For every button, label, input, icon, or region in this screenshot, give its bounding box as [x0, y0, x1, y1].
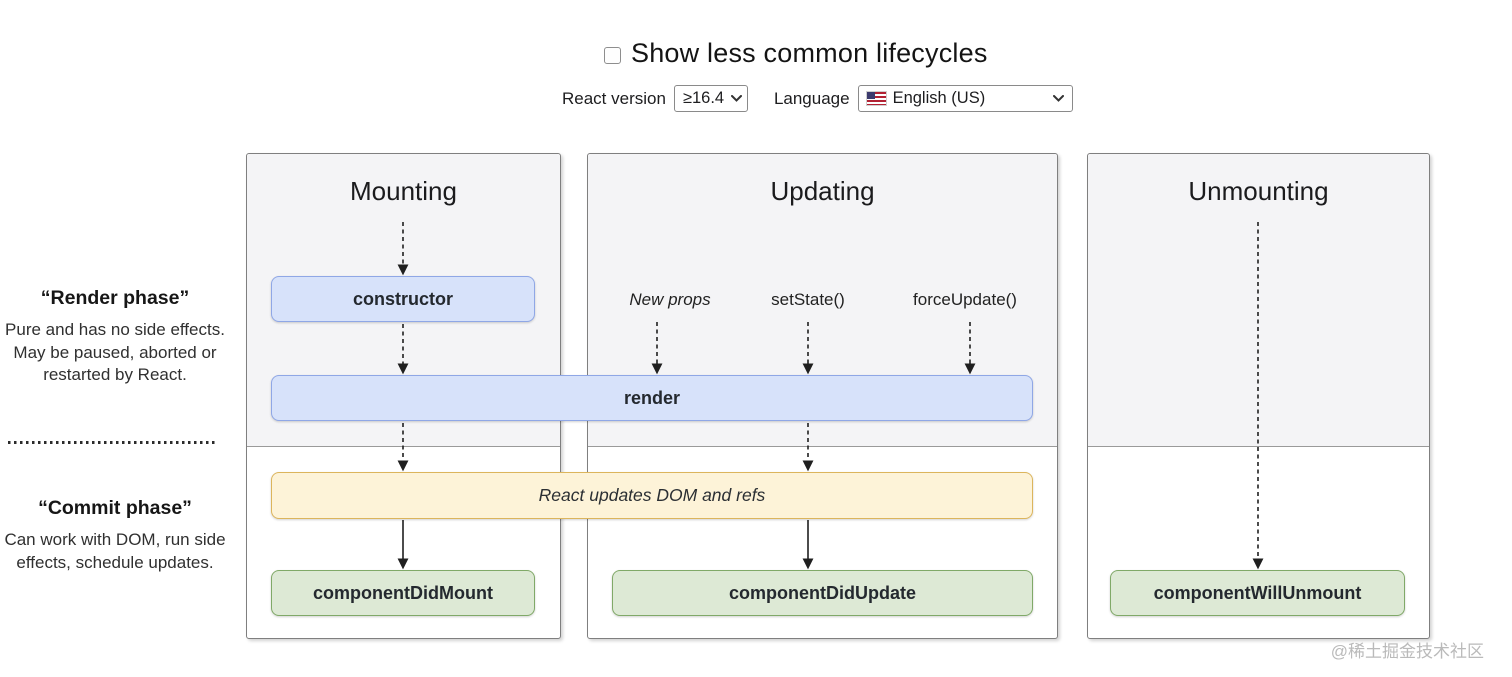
watermark: @稀土掘金技术社区 — [1330, 642, 1484, 661]
language-select[interactable]: English (US) — [857, 85, 1073, 112]
commit-phase-note: “Commit phase” Can work with DOM, run si… — [2, 497, 228, 574]
componentdidmount-box[interactable]: componentDidMount — [271, 570, 535, 616]
chevron-down-icon — [1052, 95, 1064, 102]
unmounting-title: Unmounting — [1188, 176, 1329, 206]
render-phase-note: “Render phase” Pure and has no side effe… — [2, 287, 228, 387]
commit-phase-description: Can work with DOM, run side effects, sch… — [4, 530, 226, 572]
render-phase-description: Pure and has no side effects. May be pau… — [5, 320, 225, 384]
render-phase-title: “Render phase” — [40, 287, 190, 309]
constructor-box[interactable]: constructor — [271, 276, 535, 322]
react-version-value: ≥16.4 — [682, 89, 725, 107]
componentwillunmount-box[interactable]: componentWillUnmount — [1110, 570, 1405, 616]
render-box[interactable]: render — [271, 375, 1033, 421]
mounting-title: Mounting — [350, 176, 457, 206]
unmounting-column: Unmounting — [1087, 153, 1430, 639]
updating-title: Updating — [770, 176, 875, 206]
show-less-common-toggle-row: Show less common lifecycles — [604, 38, 988, 69]
phase-divider — [8, 441, 218, 444]
react-version-select[interactable]: ≥16.4 — [673, 85, 748, 112]
trigger-new-props: New props — [629, 290, 711, 309]
componentdidupdate-box[interactable]: componentDidUpdate — [612, 570, 1033, 616]
trigger-setstate[interactable]: setState() — [771, 290, 845, 309]
chevron-down-icon — [731, 95, 743, 102]
show-less-common-checkbox[interactable] — [604, 46, 621, 64]
react-version-label: React version — [562, 88, 666, 108]
us-flag-icon — [865, 91, 887, 106]
language-value: English (US) — [892, 89, 986, 107]
diagram-controls-row: React version ≥16.4 Language English (US… — [562, 85, 1073, 112]
commit-phase-title: “Commit phase” — [38, 497, 192, 519]
trigger-forceupdate[interactable]: forceUpdate() — [913, 290, 1017, 309]
show-less-common-label[interactable]: Show less common lifecycles — [631, 38, 988, 68]
react-updates-dom-box: React updates DOM and refs — [271, 472, 1033, 519]
language-label: Language — [773, 88, 850, 108]
